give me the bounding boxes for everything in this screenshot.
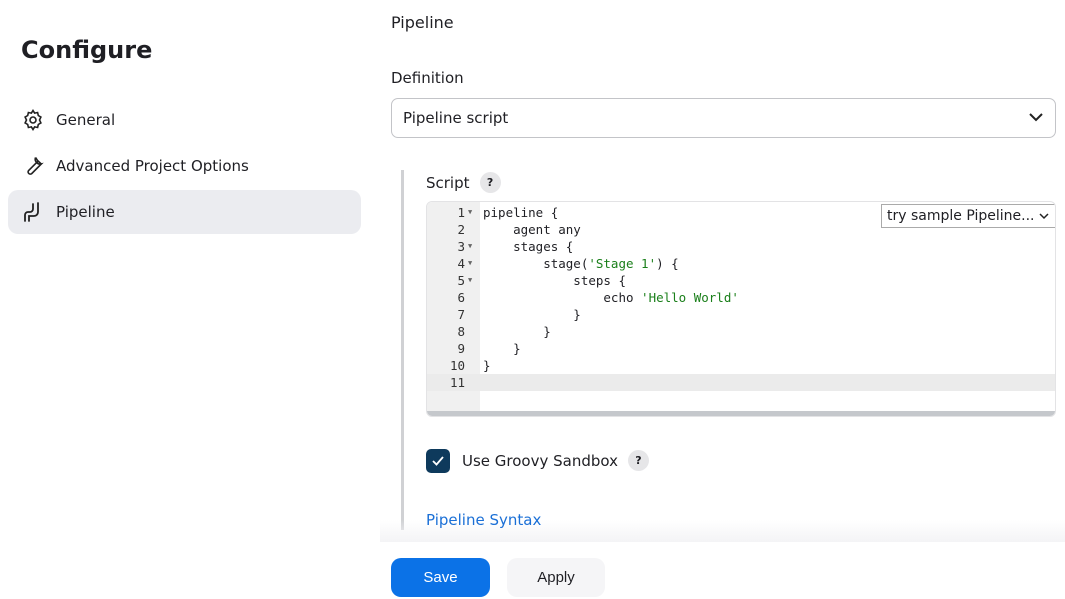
string-literal: 'Stage 1' (588, 256, 657, 271)
groovy-sandbox-checkbox[interactable] (426, 449, 450, 473)
definition-value: Pipeline script (403, 109, 509, 127)
line-number: 3 (457, 239, 465, 254)
section-divider (401, 170, 404, 530)
code-text: } (483, 341, 521, 356)
sidebar-item-label: General (56, 111, 116, 129)
code-line: 8 } (427, 323, 1055, 340)
code-line: 9 } (427, 340, 1055, 357)
string-literal: 'Hello World' (641, 290, 739, 305)
code-line: 10} (427, 357, 1055, 374)
definition-select[interactable]: Pipeline script (391, 98, 1056, 138)
code-text: } (483, 307, 581, 322)
line-number: 8 (457, 324, 465, 339)
code-line: 11 (427, 374, 1055, 391)
check-icon (432, 456, 444, 466)
line-number: 5 (457, 273, 465, 288)
fold-arrow-icon[interactable]: ▼ (468, 276, 473, 284)
code-text: stage('Stage 1') { (483, 256, 679, 271)
line-number: 2 (457, 222, 465, 237)
sidebar-item-label: Pipeline (56, 203, 115, 221)
code-line: 1▼ pipeline { (427, 204, 1055, 221)
code-line: 7 } (427, 306, 1055, 323)
help-icon[interactable]: ? (627, 450, 649, 471)
code-line: 6 echo 'Hello World' (427, 289, 1055, 306)
pipeline-syntax-link[interactable]: Pipeline Syntax (426, 511, 542, 529)
sample-select-value: try sample Pipeline... (887, 208, 1035, 224)
page-title: Configure (21, 36, 153, 64)
sidebar: General Advanced Project Options Pipelin… (8, 98, 361, 236)
script-label: Script? (426, 172, 501, 193)
section-heading: Pipeline (391, 13, 454, 32)
code-line: 3▼ stages { (427, 238, 1055, 255)
code-line: 5▼ steps { (427, 272, 1055, 289)
help-icon[interactable]: ? (479, 172, 501, 193)
code-text: } (483, 324, 551, 339)
line-number: 11 (449, 375, 465, 390)
definition-label: Definition (391, 69, 464, 87)
fold-arrow-icon[interactable]: ▼ (468, 242, 473, 250)
sidebar-item-advanced-project-options[interactable]: Advanced Project Options (8, 144, 361, 188)
fold-arrow-icon[interactable]: ▼ (468, 259, 473, 267)
chevron-down-icon (1039, 213, 1049, 220)
sandbox-label-text: Use Groovy Sandbox (462, 451, 618, 470)
line-number: 7 (457, 307, 465, 322)
line-number: 1 (457, 205, 465, 220)
line-number: 9 (457, 341, 465, 356)
sidebar-item-pipeline[interactable]: Pipeline (8, 190, 361, 234)
line-number: 10 (449, 358, 465, 373)
line-number: 4 (457, 256, 465, 271)
fold-arrow-icon[interactable]: ▼ (468, 208, 473, 216)
save-button[interactable]: Save (391, 558, 490, 597)
line-number: 6 (457, 290, 465, 305)
horizontal-scrollbar[interactable] (427, 411, 1055, 416)
sidebar-item-label: Advanced Project Options (56, 157, 249, 175)
code-text: steps { (483, 273, 626, 288)
bottom-fade (380, 520, 1065, 542)
code-text: pipeline { (483, 205, 559, 220)
apply-button[interactable]: Apply (507, 558, 605, 597)
code-text: echo 'Hello World' (483, 290, 739, 305)
script-label-text: Script (426, 173, 470, 192)
wrench-icon (27, 157, 44, 175)
code-line: 4▼ stage('Stage 1') { (427, 255, 1055, 272)
sandbox-label: Use Groovy Sandbox? (462, 450, 649, 471)
sidebar-item-general[interactable]: General (8, 98, 361, 142)
code-text: stages { (483, 239, 574, 254)
chevron-down-icon (1029, 113, 1043, 122)
code-text: } (483, 358, 491, 373)
gear-icon (24, 108, 42, 132)
sample-pipeline-select[interactable]: try sample Pipeline... (881, 204, 1055, 228)
code-line: 2 agent any (427, 221, 1055, 238)
pipeline-icon (24, 202, 39, 222)
code-text: agent any (483, 222, 581, 237)
